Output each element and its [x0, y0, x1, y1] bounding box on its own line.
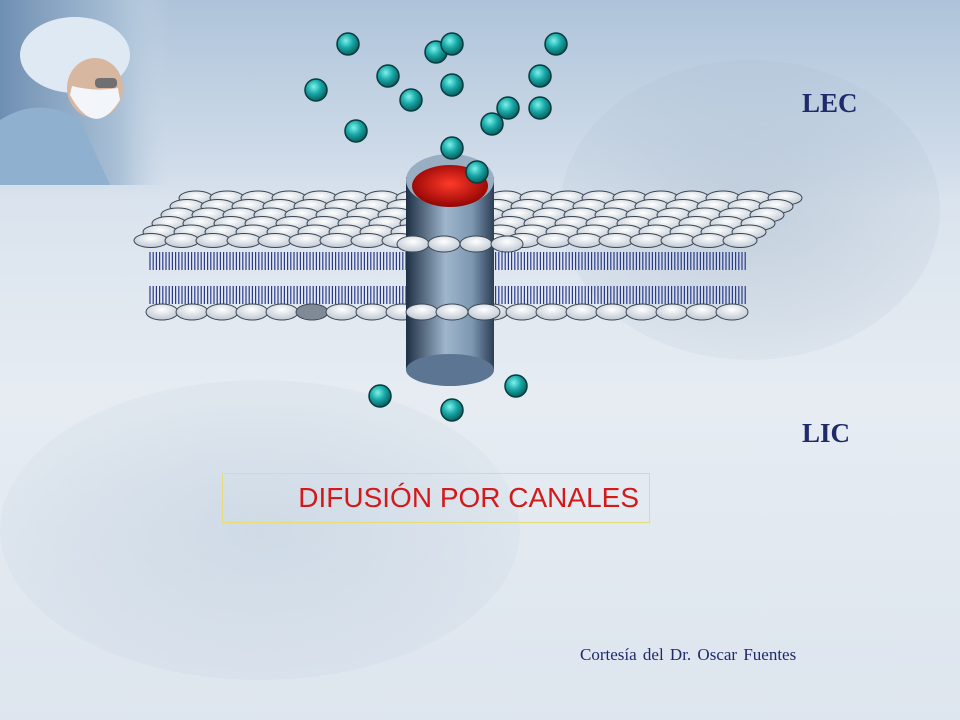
- lipid-head: [133, 233, 169, 248]
- lipid-head: [655, 303, 689, 321]
- lipid-head: [295, 303, 329, 321]
- surgeon-photo: [0, 0, 170, 185]
- lipid-head: [319, 233, 355, 248]
- intracellular-label: LIC: [802, 418, 851, 448]
- lipid-head: [265, 303, 299, 321]
- lipid-head: [396, 235, 430, 253]
- solute-particle: [528, 96, 552, 120]
- solute-particles: [304, 32, 568, 422]
- solute-particle: [496, 96, 520, 120]
- lipid-head: [195, 233, 231, 248]
- lipid-head: [205, 303, 239, 321]
- lipid-head: [325, 303, 359, 321]
- lipid-head: [490, 235, 524, 253]
- solute-particle: [528, 64, 552, 88]
- solute-particle: [544, 32, 568, 56]
- lipid-head: [625, 303, 659, 321]
- lipid-head: [226, 233, 262, 248]
- lipid-head: [536, 233, 572, 248]
- lipid-head: [567, 233, 603, 248]
- solute-particle: [376, 64, 400, 88]
- diagram-title: DIFUSIÓN POR CANALES: [222, 473, 650, 523]
- lipid-head: [175, 303, 209, 321]
- lipid-head: [355, 303, 389, 321]
- solute-particle: [440, 398, 464, 422]
- lipid-head: [505, 303, 539, 321]
- solute-particle: [480, 112, 504, 136]
- solute-particle: [504, 374, 528, 398]
- lipid-head: [715, 303, 749, 321]
- solute-particle: [344, 119, 368, 143]
- solute-particle: [368, 384, 392, 408]
- solute-particle: [440, 32, 464, 56]
- lipid-head: [595, 303, 629, 321]
- lipid-head: [235, 303, 269, 321]
- lipid-head: [164, 233, 200, 248]
- extracellular-label: LEC: [802, 88, 858, 118]
- solute-particle: [336, 32, 360, 56]
- background-shading: [0, 380, 520, 680]
- lipid-head: [145, 303, 179, 321]
- lipid-head: [427, 235, 461, 253]
- lipid-head: [288, 233, 324, 248]
- solute-particle: [440, 136, 464, 160]
- lipid-head: [565, 303, 599, 321]
- lipid-head: [350, 233, 386, 248]
- lipid-head: [685, 303, 719, 321]
- channel-front-heads: [396, 235, 524, 321]
- lipid-head: [691, 233, 727, 248]
- lipid-head: [257, 233, 293, 248]
- channel-protein: [406, 154, 494, 386]
- lipid-head: [405, 303, 439, 321]
- credit-text: Cortesía del Dr. Oscar Fuentes: [580, 645, 797, 664]
- lipid-head: [722, 233, 758, 248]
- lipid-head: [629, 233, 665, 248]
- solute-particle: [304, 78, 328, 102]
- lipid-head: [467, 303, 501, 321]
- lipid-head: [660, 233, 696, 248]
- lipid-head: [598, 233, 634, 248]
- solute-particle: [399, 88, 423, 112]
- lipid-head: [459, 235, 493, 253]
- solute-particle: [465, 160, 489, 184]
- lipid-head: [535, 303, 569, 321]
- lipid-head: [435, 303, 469, 321]
- solute-particle: [440, 73, 464, 97]
